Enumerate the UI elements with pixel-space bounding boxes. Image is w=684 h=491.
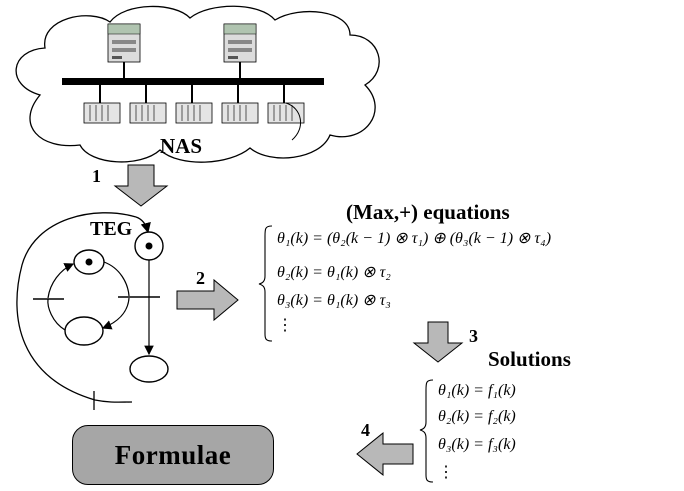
step-4-label: 4 <box>361 420 370 440</box>
network-bus <box>62 78 324 85</box>
teg-label: TEG <box>90 218 133 240</box>
solution-equation-1: θ₁(k) = f₁(k) <box>438 382 516 399</box>
maxplus-equation-1: θ₁(k) = (θ₂(k − 1) ⊗ τ₁) ⊕ (θ₃(k − 1) ⊗ … <box>277 230 552 247</box>
equations-brace <box>258 225 273 342</box>
step-4-arrow <box>356 431 414 477</box>
server-icon <box>107 23 141 63</box>
maxplus-title: (Max,+) equations <box>346 200 510 224</box>
step-1-label: 1 <box>92 166 101 186</box>
solution-equation-2: θ₂(k) = f₂(k) <box>438 408 516 425</box>
formulae-label: Formulae <box>114 439 232 470</box>
teg-feedback-loop <box>16 212 137 403</box>
token-icon <box>85 258 93 266</box>
solutions-brace <box>419 379 434 483</box>
teg-place-bottom-right <box>129 355 169 383</box>
formulae-box: Formulae <box>72 425 274 485</box>
storage-rack-icon <box>129 102 167 124</box>
solution-ellipsis: ⋮ <box>438 464 454 481</box>
step-3-arrow <box>412 321 464 363</box>
maxplus-equation-2: θ₂(k) = θ₁(k) ⊗ τ₂ <box>277 264 391 281</box>
storage-rack-icon <box>221 102 259 124</box>
step-3-label: 3 <box>469 326 478 346</box>
nas-label: NAS <box>160 134 203 158</box>
solutions-title: Solutions <box>488 347 571 371</box>
maxplus-equation-3: θ₃(k) = θ₁(k) ⊗ τ₃ <box>277 292 391 309</box>
token-icon <box>145 242 153 250</box>
solution-equation-3: θ₃(k) = f₃(k) <box>438 436 516 453</box>
step-2-label: 2 <box>196 268 205 288</box>
teg-place-left-bottom <box>64 316 104 346</box>
storage-rack-icon <box>83 102 121 124</box>
maxplus-ellipsis: ⋮ <box>277 317 293 334</box>
step-2-arrow <box>176 278 239 322</box>
step-1-arrow <box>113 164 169 207</box>
server-icon <box>223 23 257 63</box>
storage-rack-icon <box>175 102 213 124</box>
